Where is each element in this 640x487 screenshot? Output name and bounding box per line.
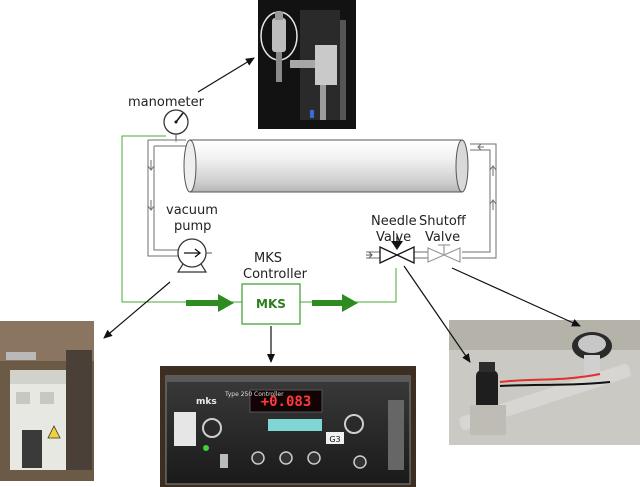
vacuum-pump-symbol — [176, 238, 212, 273]
controller-model-label: Type 250 Controller — [224, 391, 284, 398]
manometer-symbol — [163, 109, 189, 140]
mks-controller-box: MKS — [241, 283, 301, 325]
vacuum-chamber-tube — [183, 139, 469, 193]
vacuum-pump-photo — [0, 321, 94, 481]
vacuum-pump-label-line1: vacuum — [166, 203, 218, 218]
shutoff-valve-symbol — [427, 244, 461, 263]
pointer-arrows — [103, 57, 581, 363]
controller-display-readout: +0.083 — [261, 394, 312, 410]
needle-valve-label-line2: Valve — [376, 230, 411, 245]
plumbing-lines — [147, 139, 497, 259]
pointer-arrow-needle-valve — [403, 265, 471, 363]
flow-arrow-right — [312, 294, 358, 312]
manometer-photo — [258, 0, 356, 129]
mks-controller-photo: +0.083 mks Type 250 Controller G3 — [160, 366, 416, 487]
pointer-arrow-manometer — [197, 57, 255, 93]
pointer-arrow-vacuum-pump — [103, 281, 171, 339]
mks-controller-label-line2: Controller — [243, 267, 308, 282]
flow-arrow-left — [186, 294, 234, 312]
mks-controller-label-line1: MKS — [254, 251, 282, 266]
controller-brand-logo: mks — [196, 397, 217, 407]
shutoff-valve-label-line2: Valve — [425, 230, 460, 245]
pointer-arrow-shutoff-valve — [451, 267, 581, 327]
shutoff-valve-label-line1: Shutoff — [419, 214, 467, 229]
controller-tag-label: G3 — [329, 435, 340, 444]
needle-valve-label-line1: Needle — [371, 214, 417, 229]
manometer-label: manometer — [128, 95, 205, 110]
valves-photo — [449, 320, 640, 445]
needle-valve-symbol — [366, 236, 415, 265]
mks-box-label: MKS — [256, 297, 286, 311]
vacuum-pump-label-line2: pump — [174, 219, 211, 234]
